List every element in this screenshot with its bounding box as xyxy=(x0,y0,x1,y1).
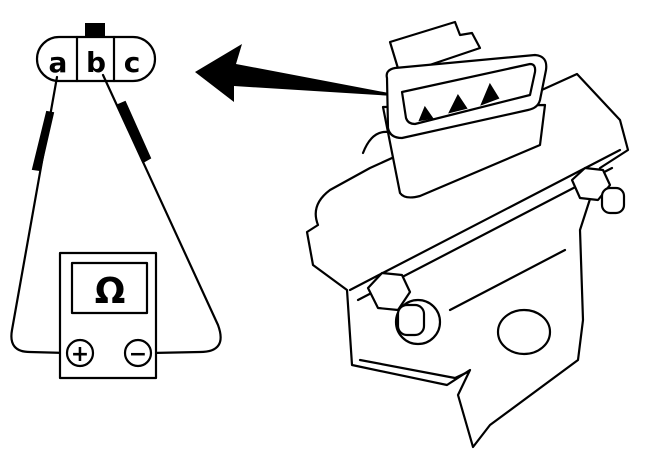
pin-a-label: a xyxy=(49,46,68,79)
bracket-edge xyxy=(358,358,470,380)
connector-pinout: a b c xyxy=(35,23,157,83)
negative-lead xyxy=(101,73,222,355)
right-nut xyxy=(570,166,626,215)
bracket-line xyxy=(448,248,567,312)
bracket-edge xyxy=(348,148,622,292)
stud xyxy=(600,186,626,215)
positive-terminal-label: + xyxy=(71,342,89,367)
nut-icon xyxy=(570,166,612,202)
nut-icon xyxy=(366,271,412,312)
sensor-illustration xyxy=(305,20,630,449)
ohmmeter: Ω + − xyxy=(58,251,158,380)
test-leads xyxy=(10,73,222,355)
connector-outline xyxy=(35,35,157,83)
washer xyxy=(394,298,442,346)
positive-probe xyxy=(31,110,55,172)
ohm-symbol: Ω xyxy=(95,271,126,312)
connector-terminals xyxy=(418,82,500,122)
mounting-hole xyxy=(496,308,552,356)
meter-display xyxy=(70,261,149,315)
stud xyxy=(396,303,426,337)
pointer-arrow-icon xyxy=(195,44,410,102)
negative-probe xyxy=(116,100,152,164)
pin-b-label: b xyxy=(86,46,106,79)
left-nut xyxy=(366,271,442,346)
negative-terminal xyxy=(123,338,153,368)
negative-terminal-label: − xyxy=(129,342,147,367)
positive-terminal xyxy=(65,338,95,368)
sensor-housing xyxy=(305,72,630,449)
positive-lead xyxy=(10,75,69,355)
connector-opening xyxy=(400,62,537,126)
pin-c-label: c xyxy=(124,46,141,79)
connector-latch xyxy=(85,23,105,38)
